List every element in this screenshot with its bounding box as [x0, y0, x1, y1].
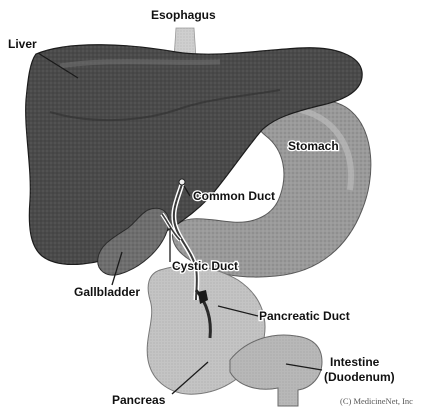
label-pancreas: Pancreas: [112, 393, 166, 407]
label-gallbladder: Gallbladder: [74, 285, 140, 299]
label-cystic-duct: Cystic Duct: [172, 259, 238, 273]
label-duodenum: (Duodenum): [324, 370, 395, 384]
copyright-credit: (C) MedicineNet, Inc: [340, 396, 413, 406]
label-stomach: Stomach: [288, 139, 339, 153]
label-liver: Liver: [8, 37, 37, 51]
label-pancreatic-duct: Pancreatic Duct: [259, 309, 350, 323]
label-esophagus: Esophagus: [151, 8, 216, 22]
label-common-duct: Common Duct: [193, 189, 275, 203]
label-intestine: Intestine: [330, 355, 380, 369]
